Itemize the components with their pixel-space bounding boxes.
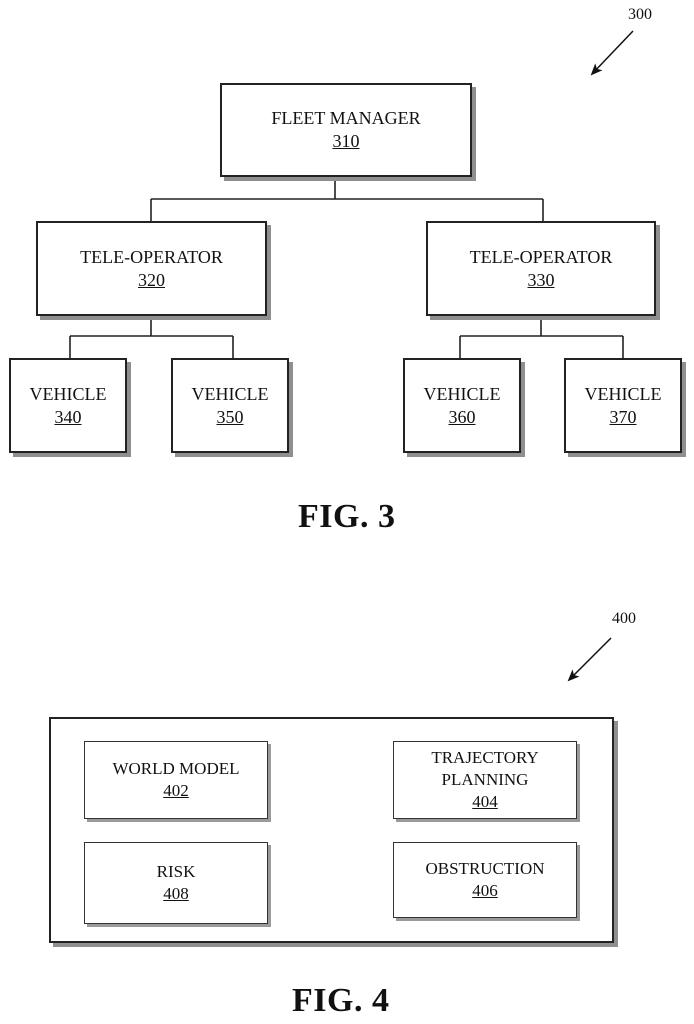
fig-4-caption: FIG. 4 — [292, 982, 389, 1020]
risk-number: 408 — [163, 883, 189, 905]
trajectory-planning-box: TRAJECTORY PLANNING 404 — [393, 741, 577, 819]
tele-operator-320-label: TELE-OPERATOR — [80, 246, 223, 269]
trajectory-planning-number: 404 — [472, 791, 498, 813]
vehicle-360-number: 360 — [449, 406, 476, 429]
fleet-manager-number: 310 — [333, 130, 360, 153]
trajectory-planning-label-line2: PLANNING — [442, 769, 529, 791]
ref-label-400: 400 — [612, 610, 636, 628]
fleet-manager-label: FLEET MANAGER — [271, 107, 420, 130]
vehicle-370-number: 370 — [610, 406, 637, 429]
world-model-label: WORLD MODEL — [112, 758, 239, 780]
ref-arrow-300 — [592, 31, 633, 74]
tele-operator-320-box: TELE-OPERATOR 320 — [36, 221, 267, 316]
vehicle-370-box: VEHICLE 370 — [564, 358, 682, 453]
risk-label: RISK — [157, 861, 196, 883]
vehicle-350-box: VEHICLE 350 — [171, 358, 289, 453]
risk-box: RISK 408 — [84, 842, 268, 924]
obstruction-label: OBSTRUCTION — [425, 858, 544, 880]
obstruction-box: OBSTRUCTION 406 — [393, 842, 577, 918]
vehicle-370-label: VEHICLE — [585, 383, 662, 406]
ref-label-300: 300 — [628, 6, 652, 24]
vehicle-360-label: VEHICLE — [424, 383, 501, 406]
vehicle-350-number: 350 — [217, 406, 244, 429]
fig-3-caption: FIG. 3 — [298, 498, 395, 536]
world-model-number: 402 — [163, 780, 189, 802]
vehicle-350-label: VEHICLE — [192, 383, 269, 406]
tele-operator-320-number: 320 — [138, 269, 165, 292]
ref-arrow-400 — [569, 638, 611, 680]
tele-operator-330-box: TELE-OPERATOR 330 — [426, 221, 656, 316]
world-model-box: WORLD MODEL 402 — [84, 741, 268, 819]
trajectory-planning-label-line1: TRAJECTORY — [431, 747, 538, 769]
fleet-manager-box: FLEET MANAGER 310 — [220, 83, 472, 177]
vehicle-340-box: VEHICLE 340 — [9, 358, 127, 453]
vehicle-340-number: 340 — [55, 406, 82, 429]
obstruction-number: 406 — [472, 880, 498, 902]
tele-operator-330-label: TELE-OPERATOR — [470, 246, 613, 269]
vehicle-360-box: VEHICLE 360 — [403, 358, 521, 453]
vehicle-340-label: VEHICLE — [30, 383, 107, 406]
tele-operator-330-number: 330 — [528, 269, 555, 292]
